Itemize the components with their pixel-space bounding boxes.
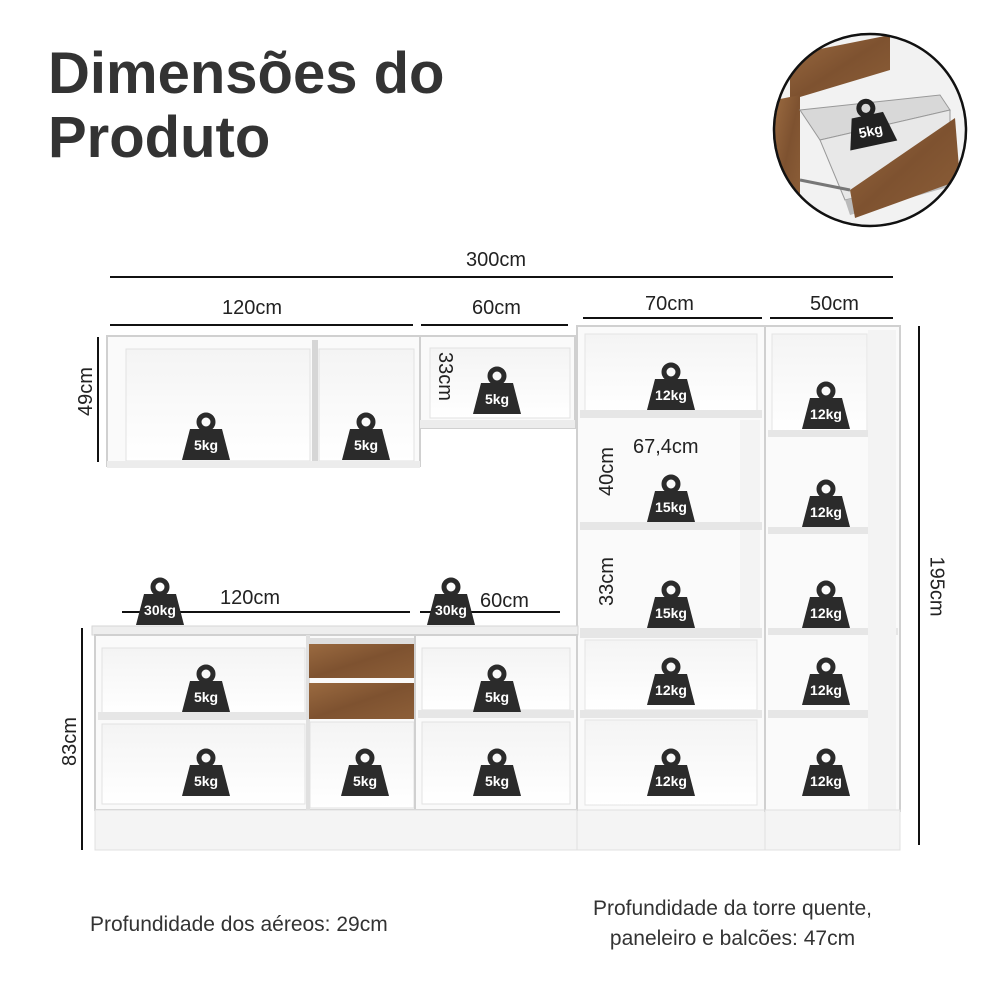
tower-width-label: 70cm xyxy=(645,293,694,315)
tower-height-label: 195cm xyxy=(925,556,948,617)
weight-label: 12kg xyxy=(810,682,842,698)
weight-label: 12kg xyxy=(810,406,842,422)
weight-icon: 12kg xyxy=(800,657,852,707)
weight-icon: 5kg xyxy=(340,412,392,462)
niche-height-upper-label: 40cm xyxy=(595,447,618,496)
weight-label: 5kg xyxy=(484,689,510,705)
weight-icon: 12kg xyxy=(800,748,852,798)
weight-icon: 5kg xyxy=(471,664,523,714)
weight-label: 12kg xyxy=(655,773,687,789)
upper-left-width-label: 120cm xyxy=(222,297,283,319)
right-tower-width-label: 50cm xyxy=(810,293,859,315)
weight-label: 15kg xyxy=(655,499,687,515)
weight-icon: 5kg xyxy=(180,664,232,714)
weight-icon: 30kg xyxy=(425,577,477,627)
weight-label: 5kg xyxy=(193,689,219,705)
upper-depth-text: Profundidade dos aéreos: 29cm xyxy=(90,913,388,936)
weight-label: 5kg xyxy=(352,773,378,789)
weight-icon: 5kg xyxy=(180,748,232,798)
niche-height-lower-label: 33cm xyxy=(595,557,618,606)
weight-label: 12kg xyxy=(810,773,842,789)
weight-icon: 5kg xyxy=(180,412,232,462)
weight-icon: 5kg xyxy=(471,366,523,416)
base-mid-width-label: 60cm xyxy=(480,590,529,612)
total-width-label: 300cm xyxy=(466,249,527,271)
lower-depth-line-1: Profundidade da torre quente, xyxy=(592,897,873,920)
upper-mid-height-label: 33cm xyxy=(433,352,456,401)
dimension-lines xyxy=(81,276,920,850)
title-line-2: Produto xyxy=(48,105,271,170)
weight-label: 5kg xyxy=(193,437,219,453)
upper-mid-width-label: 60cm xyxy=(472,297,521,319)
weight-icon: 15kg xyxy=(645,474,697,524)
weight-icon: 5kg xyxy=(471,748,523,798)
weight-label: 5kg xyxy=(193,773,219,789)
weight-icon: 12kg xyxy=(645,362,697,412)
weight-label: 12kg xyxy=(655,387,687,403)
upper-depth-note: Profundidade dos aéreos: 29cm xyxy=(90,910,388,940)
weight-label: 12kg xyxy=(655,682,687,698)
base-cabinets xyxy=(91,625,579,851)
niche-width-label: 67,4cm xyxy=(633,436,699,458)
inset-weight-icon: 5kg xyxy=(838,93,899,153)
title-line-1: Dimensões do xyxy=(48,41,445,106)
weight-label: 30kg xyxy=(435,602,467,618)
weight-label: 5kg xyxy=(484,391,510,407)
upper-height-label: 49cm xyxy=(74,367,97,416)
weight-icon: 15kg xyxy=(645,580,697,630)
weight-icon: 12kg xyxy=(645,748,697,798)
weight-label: 12kg xyxy=(810,504,842,520)
base-height-label: 83cm xyxy=(58,717,81,766)
weight-icon: 12kg xyxy=(645,657,697,707)
base-left-width-label: 120cm xyxy=(220,587,281,609)
page-title: Dimensões do Produto xyxy=(48,42,508,170)
weight-label: 5kg xyxy=(353,437,379,453)
weight-label: 30kg xyxy=(144,602,176,618)
weight-label: 12kg xyxy=(810,605,842,621)
weight-icon: 12kg xyxy=(800,479,852,529)
lower-depth-note: Profundidade da torre quente, paneleiro … xyxy=(565,894,900,954)
weight-label: 15kg xyxy=(655,605,687,621)
weight-icon: 12kg xyxy=(800,580,852,630)
weight-icon: 12kg xyxy=(800,381,852,431)
weight-label: 5kg xyxy=(484,773,510,789)
weight-icon: 30kg xyxy=(134,577,186,627)
weight-icon: 5kg xyxy=(339,748,391,798)
lower-depth-line-2: paneleiro e balcões: 47cm xyxy=(609,927,856,950)
